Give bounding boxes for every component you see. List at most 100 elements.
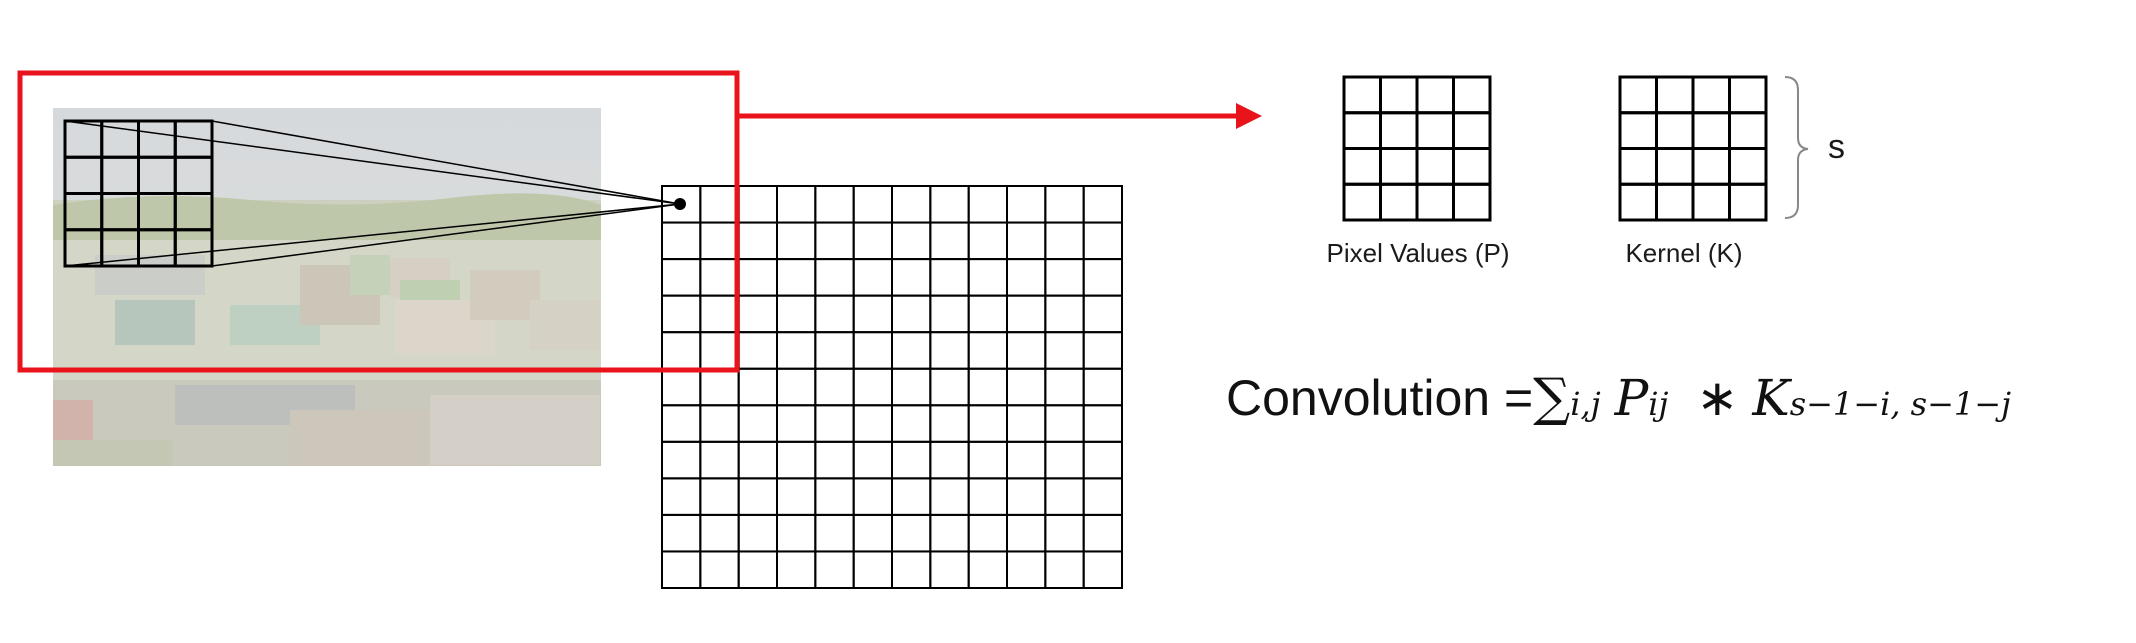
output-cell xyxy=(967,404,1009,443)
output-cell xyxy=(814,367,855,407)
output-cell xyxy=(1044,440,1085,480)
output-cell xyxy=(814,258,855,297)
output-cell xyxy=(929,221,970,261)
output-cell xyxy=(967,258,1009,297)
pixel-value-cell xyxy=(1379,182,1419,222)
output-cell xyxy=(661,294,702,334)
pixel-value-cell xyxy=(1452,147,1492,186)
output-cell xyxy=(1044,185,1085,224)
output-cell xyxy=(1006,550,1047,589)
output-cell xyxy=(852,367,894,407)
output-cell xyxy=(737,331,779,370)
pixel-value-cell xyxy=(1452,182,1492,222)
output-cell xyxy=(1006,477,1047,516)
red-arrow xyxy=(737,103,1262,129)
kernel-cell xyxy=(1691,75,1731,115)
kernel-cell xyxy=(1655,182,1695,222)
output-cell xyxy=(1082,513,1123,553)
output-cell xyxy=(661,221,702,261)
output-cell xyxy=(852,331,894,370)
pixel-value-cell xyxy=(1342,147,1382,186)
output-cell xyxy=(1082,221,1123,261)
output-cell xyxy=(661,404,702,443)
output-cell xyxy=(929,550,970,589)
output-cell xyxy=(967,294,1009,334)
output-cell xyxy=(1006,294,1047,334)
pixel-value-cell xyxy=(1452,75,1492,115)
kernel-cell xyxy=(1618,147,1658,186)
output-cell xyxy=(661,367,702,407)
kernel-cell xyxy=(1691,147,1731,186)
kernel-cell xyxy=(1655,147,1695,186)
sum-index: i,j xyxy=(1570,385,1601,423)
output-cell xyxy=(929,440,970,480)
output-cell xyxy=(1044,294,1085,334)
output-cell xyxy=(661,477,702,516)
output-cell xyxy=(737,221,779,261)
output-cell xyxy=(891,477,932,516)
output-cell xyxy=(737,185,779,224)
output-cell xyxy=(1082,367,1123,407)
pixel-values-label: Pixel Values (P) xyxy=(1326,238,1510,268)
output-cell xyxy=(967,513,1009,553)
output-cell xyxy=(1082,550,1123,589)
output-cell xyxy=(1044,221,1085,261)
kernel-cell xyxy=(1728,75,1768,115)
output-cell xyxy=(1044,331,1085,370)
pixel-values-grid xyxy=(1342,75,1492,222)
kernel-cell xyxy=(1655,75,1695,115)
output-cell xyxy=(967,367,1009,407)
output-cell xyxy=(776,513,817,553)
output-cell xyxy=(929,185,970,224)
output-cell xyxy=(1044,258,1085,297)
output-cell xyxy=(699,367,740,407)
pixel-value-cell xyxy=(1415,111,1455,150)
pixel-value-cell xyxy=(1379,75,1419,115)
output-cell xyxy=(776,185,817,224)
output-cell xyxy=(699,331,740,370)
multiply-operator: ∗ xyxy=(1696,370,1739,426)
output-pixel-dot xyxy=(674,198,686,210)
output-cell xyxy=(776,331,817,370)
output-cell xyxy=(814,185,855,224)
output-cell xyxy=(1006,221,1047,261)
output-cell xyxy=(661,550,702,589)
output-cell xyxy=(661,513,702,553)
output-cell xyxy=(776,294,817,334)
output-cell xyxy=(737,477,779,516)
output-cell xyxy=(814,440,855,480)
output-cell xyxy=(929,294,970,334)
output-cell xyxy=(737,367,779,407)
pixel-value-cell xyxy=(1415,182,1455,222)
output-cell xyxy=(814,513,855,553)
pixel-value-cell xyxy=(1342,111,1382,150)
output-cell xyxy=(1006,185,1047,224)
output-cell xyxy=(814,221,855,261)
output-cell xyxy=(852,258,894,297)
pixel-value-cell xyxy=(1415,75,1455,115)
output-cell xyxy=(1006,367,1047,407)
output-cell xyxy=(699,294,740,334)
sum-symbol: ∑ xyxy=(1533,368,1571,428)
k-index: s−1−i, s−1−j xyxy=(1789,385,2011,423)
projection-lines xyxy=(64,120,681,267)
output-cell xyxy=(737,404,779,443)
pixel-value-cell xyxy=(1342,75,1382,115)
output-cell xyxy=(891,221,932,261)
output-cell xyxy=(891,331,932,370)
output-cell xyxy=(891,367,932,407)
output-cell xyxy=(699,221,740,261)
output-cell xyxy=(776,404,817,443)
kernel-cell xyxy=(1728,182,1768,222)
output-cell xyxy=(699,185,740,224)
highlight-frame xyxy=(17,70,740,373)
output-cell xyxy=(1082,185,1123,224)
output-cell xyxy=(776,367,817,407)
output-cell xyxy=(1044,513,1085,553)
output-cell xyxy=(929,258,970,297)
output-cell xyxy=(814,331,855,370)
kernel-cell xyxy=(1691,182,1731,222)
output-cell xyxy=(967,221,1009,261)
output-cell xyxy=(1044,404,1085,443)
pixel-value-cell xyxy=(1452,111,1492,150)
